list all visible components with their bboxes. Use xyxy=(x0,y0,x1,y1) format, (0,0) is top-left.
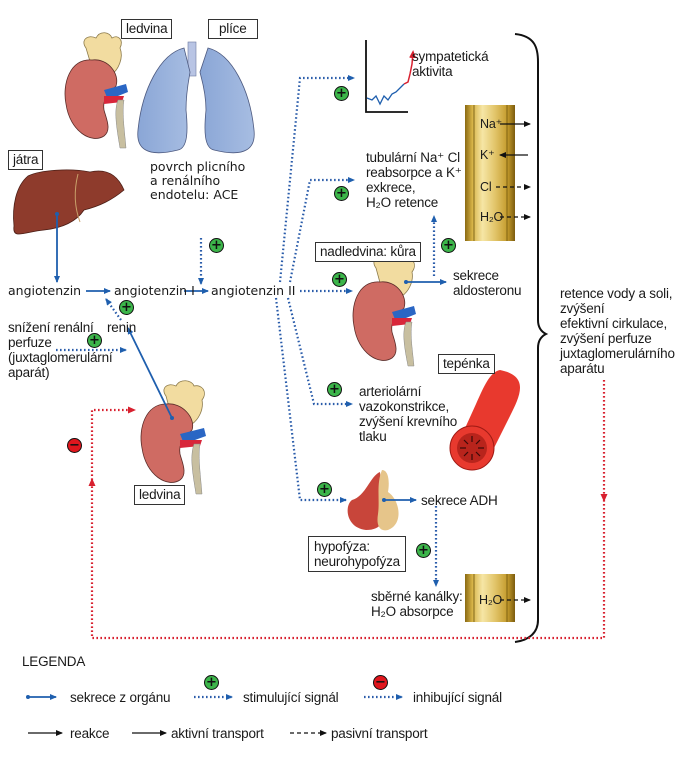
plus-sign-icon: + xyxy=(119,300,134,315)
ace-site-text: povrch plicního a renálního endotelu: AC… xyxy=(150,159,246,202)
plus-sign-icon: + xyxy=(87,333,102,348)
plus-sign-icon: + xyxy=(332,272,347,287)
plus-sign-icon: + xyxy=(317,482,332,497)
label-arteriole: tepénka xyxy=(438,354,495,374)
angiotensin-2-text: angiotenzin II xyxy=(211,283,296,298)
renin-text: renin xyxy=(107,320,137,335)
sympathetic-activity-text: sympatetická aktivita xyxy=(412,49,489,79)
label-kidney-top: ledvina xyxy=(121,19,173,39)
artery-illustration xyxy=(449,370,520,471)
ion-cl: Cl xyxy=(480,180,492,194)
ion-h2o-collecting: H₂O xyxy=(479,593,503,607)
plus-sign-icon: + xyxy=(334,86,349,101)
minus-sign-icon: − xyxy=(373,675,388,690)
label-liver: játra xyxy=(8,150,44,170)
legend-item-inhibiting: inhibující signál xyxy=(413,690,502,705)
liver-illustration xyxy=(13,169,125,235)
stimulating-signals xyxy=(56,75,439,587)
plus-sign-icon: + xyxy=(209,238,224,253)
inhibiting-feedback-loop xyxy=(88,380,608,640)
label-kidney-bottom: ledvina xyxy=(134,485,186,505)
legend-item-reaction: reakce xyxy=(70,726,110,741)
ion-h2o: H₂O xyxy=(480,210,504,224)
kidney-bottom-illustration xyxy=(140,380,206,495)
plus-sign-icon: + xyxy=(416,543,431,558)
legend-item-secretion: sekrece z orgánu xyxy=(70,690,171,705)
tubular-line: H₂O retence xyxy=(366,195,439,210)
legend-graphics xyxy=(26,694,403,736)
lungs-illustration xyxy=(137,41,255,154)
angiotensin-1-text: angiotenzin I xyxy=(114,283,195,298)
tubular-line: tubulární Na⁺ Cl xyxy=(366,150,460,165)
reduced-perfusion-text: snížení renální perfuze (juxtaglomerulár… xyxy=(8,320,113,380)
outcome-bracket xyxy=(514,33,549,643)
collecting-ducts-text: sběrné kanálky: H₂O absorpce xyxy=(371,589,463,619)
plus-sign-icon: + xyxy=(441,238,456,253)
angiotensinogen-text: angiotenzin xyxy=(8,283,82,298)
renal-tubule-membrane xyxy=(465,105,515,241)
plus-sign-icon: + xyxy=(327,382,342,397)
ion-k: K⁺ xyxy=(480,148,495,162)
tubular-line: exkrece, xyxy=(366,180,416,195)
label-pituitary: hypofýza: neurohypofýza xyxy=(308,536,406,572)
transport-arrows xyxy=(496,121,531,603)
adh-secretion-text: sekrece ADH xyxy=(421,493,498,508)
label-lungs: plíce xyxy=(208,19,258,39)
legend-item-stimulating: stimulující signál xyxy=(243,690,339,705)
legend-item-active-transport: aktivní transport xyxy=(171,726,264,741)
ion-na: Na⁺ xyxy=(480,117,502,131)
minus-sign-icon: − xyxy=(67,438,82,453)
plus-sign-icon: + xyxy=(204,675,219,690)
aldosterone-secretion-text: sekrece aldosteronu xyxy=(453,268,522,298)
sympathetic-activity-chart xyxy=(365,40,416,113)
secretion-arrows xyxy=(54,212,447,503)
collecting-duct-membrane xyxy=(465,574,515,622)
kidney-adrenal-illustration xyxy=(352,252,416,367)
legend-title: LEGENDA xyxy=(22,654,86,669)
vasoconstriction-text: arteriolární vazokonstrikce, zvýšení kre… xyxy=(359,384,458,444)
plus-sign-icon: + xyxy=(334,186,349,201)
kidney-top-illustration xyxy=(64,32,128,149)
label-adrenal-cortex: nadledvina: kůra xyxy=(315,242,421,262)
outcome-text: retence vody a soli, zvýšení efektivní c… xyxy=(560,286,675,376)
tubular-line: reabsorpce a K⁺ xyxy=(366,165,462,180)
legend-item-passive-transport: pasivní transport xyxy=(331,726,428,741)
